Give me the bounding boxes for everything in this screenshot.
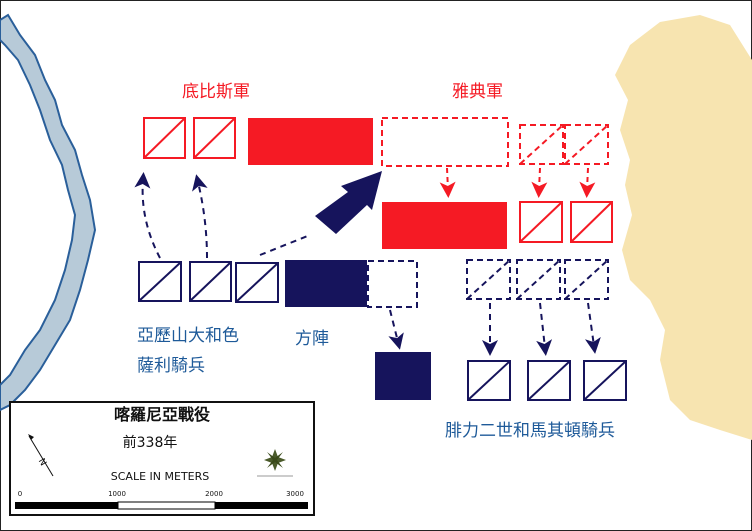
label-thebes: 底比斯軍 bbox=[182, 82, 250, 102]
phalanx-initial bbox=[367, 260, 418, 308]
philip-cavalry-initial-2 bbox=[516, 259, 561, 300]
north-arrow-icon: N bbox=[28, 434, 54, 477]
athens-cavalry-initial-2 bbox=[564, 124, 609, 165]
athens-cavalry-1 bbox=[519, 201, 563, 243]
river bbox=[0, 13, 97, 412]
phalanx-retreat bbox=[375, 352, 431, 400]
scale-tick-0: 0 bbox=[18, 490, 22, 498]
legend-title: 喀羅尼亞戰役 bbox=[114, 405, 211, 424]
scale-title: SCALE IN METERS bbox=[111, 470, 209, 483]
label-alexander-line1: 亞歷山大和色 bbox=[137, 326, 239, 346]
scale-tick-3000: 3000 bbox=[286, 490, 304, 498]
label-philip: 腓力二世和馬其頓騎兵 bbox=[445, 421, 615, 441]
label-athens: 雅典軍 bbox=[452, 82, 503, 102]
athens-cavalry-2 bbox=[570, 201, 613, 243]
philip-cavalry-initial-1 bbox=[466, 259, 511, 300]
compass-rose-icon bbox=[257, 449, 293, 477]
philip-cavalry-2 bbox=[527, 360, 571, 401]
legend-date: 前338年 bbox=[123, 434, 178, 451]
athens-infantry-initial bbox=[381, 117, 509, 167]
thebes-infantry bbox=[248, 118, 373, 165]
alexander-charge-arrow bbox=[315, 171, 382, 234]
legend-box: 喀羅尼亞戰役 前338年 N SCALE IN METERS 0 1000 20… bbox=[9, 401, 315, 516]
athens-cavalry-initial-1 bbox=[519, 124, 564, 165]
athens-advance-arrows bbox=[439, 167, 596, 198]
scale-tick-1000: 1000 bbox=[108, 490, 126, 498]
label-alexander-line2: 薩利騎兵 bbox=[137, 356, 205, 376]
philip-cavalry-3 bbox=[583, 360, 627, 401]
phalanx-block bbox=[285, 260, 367, 307]
philip-cavalry-initial-3 bbox=[564, 259, 609, 300]
hill-land bbox=[615, 15, 752, 440]
north-letter: N bbox=[36, 457, 48, 468]
alexander-cavalry-3 bbox=[235, 262, 279, 303]
philip-cavalry-1 bbox=[467, 360, 511, 401]
alexander-cavalry-1 bbox=[138, 261, 182, 302]
alexander-cavalry-2 bbox=[189, 261, 232, 302]
thebes-cavalry-2 bbox=[193, 117, 236, 159]
thebes-cavalry-1 bbox=[143, 117, 186, 159]
macedonian-movement-arrows bbox=[134, 172, 601, 356]
scale-tick-2000: 2000 bbox=[205, 490, 223, 498]
label-phalanx: 方陣 bbox=[295, 329, 329, 349]
scale-bar bbox=[15, 501, 308, 510]
athens-infantry bbox=[382, 202, 507, 249]
